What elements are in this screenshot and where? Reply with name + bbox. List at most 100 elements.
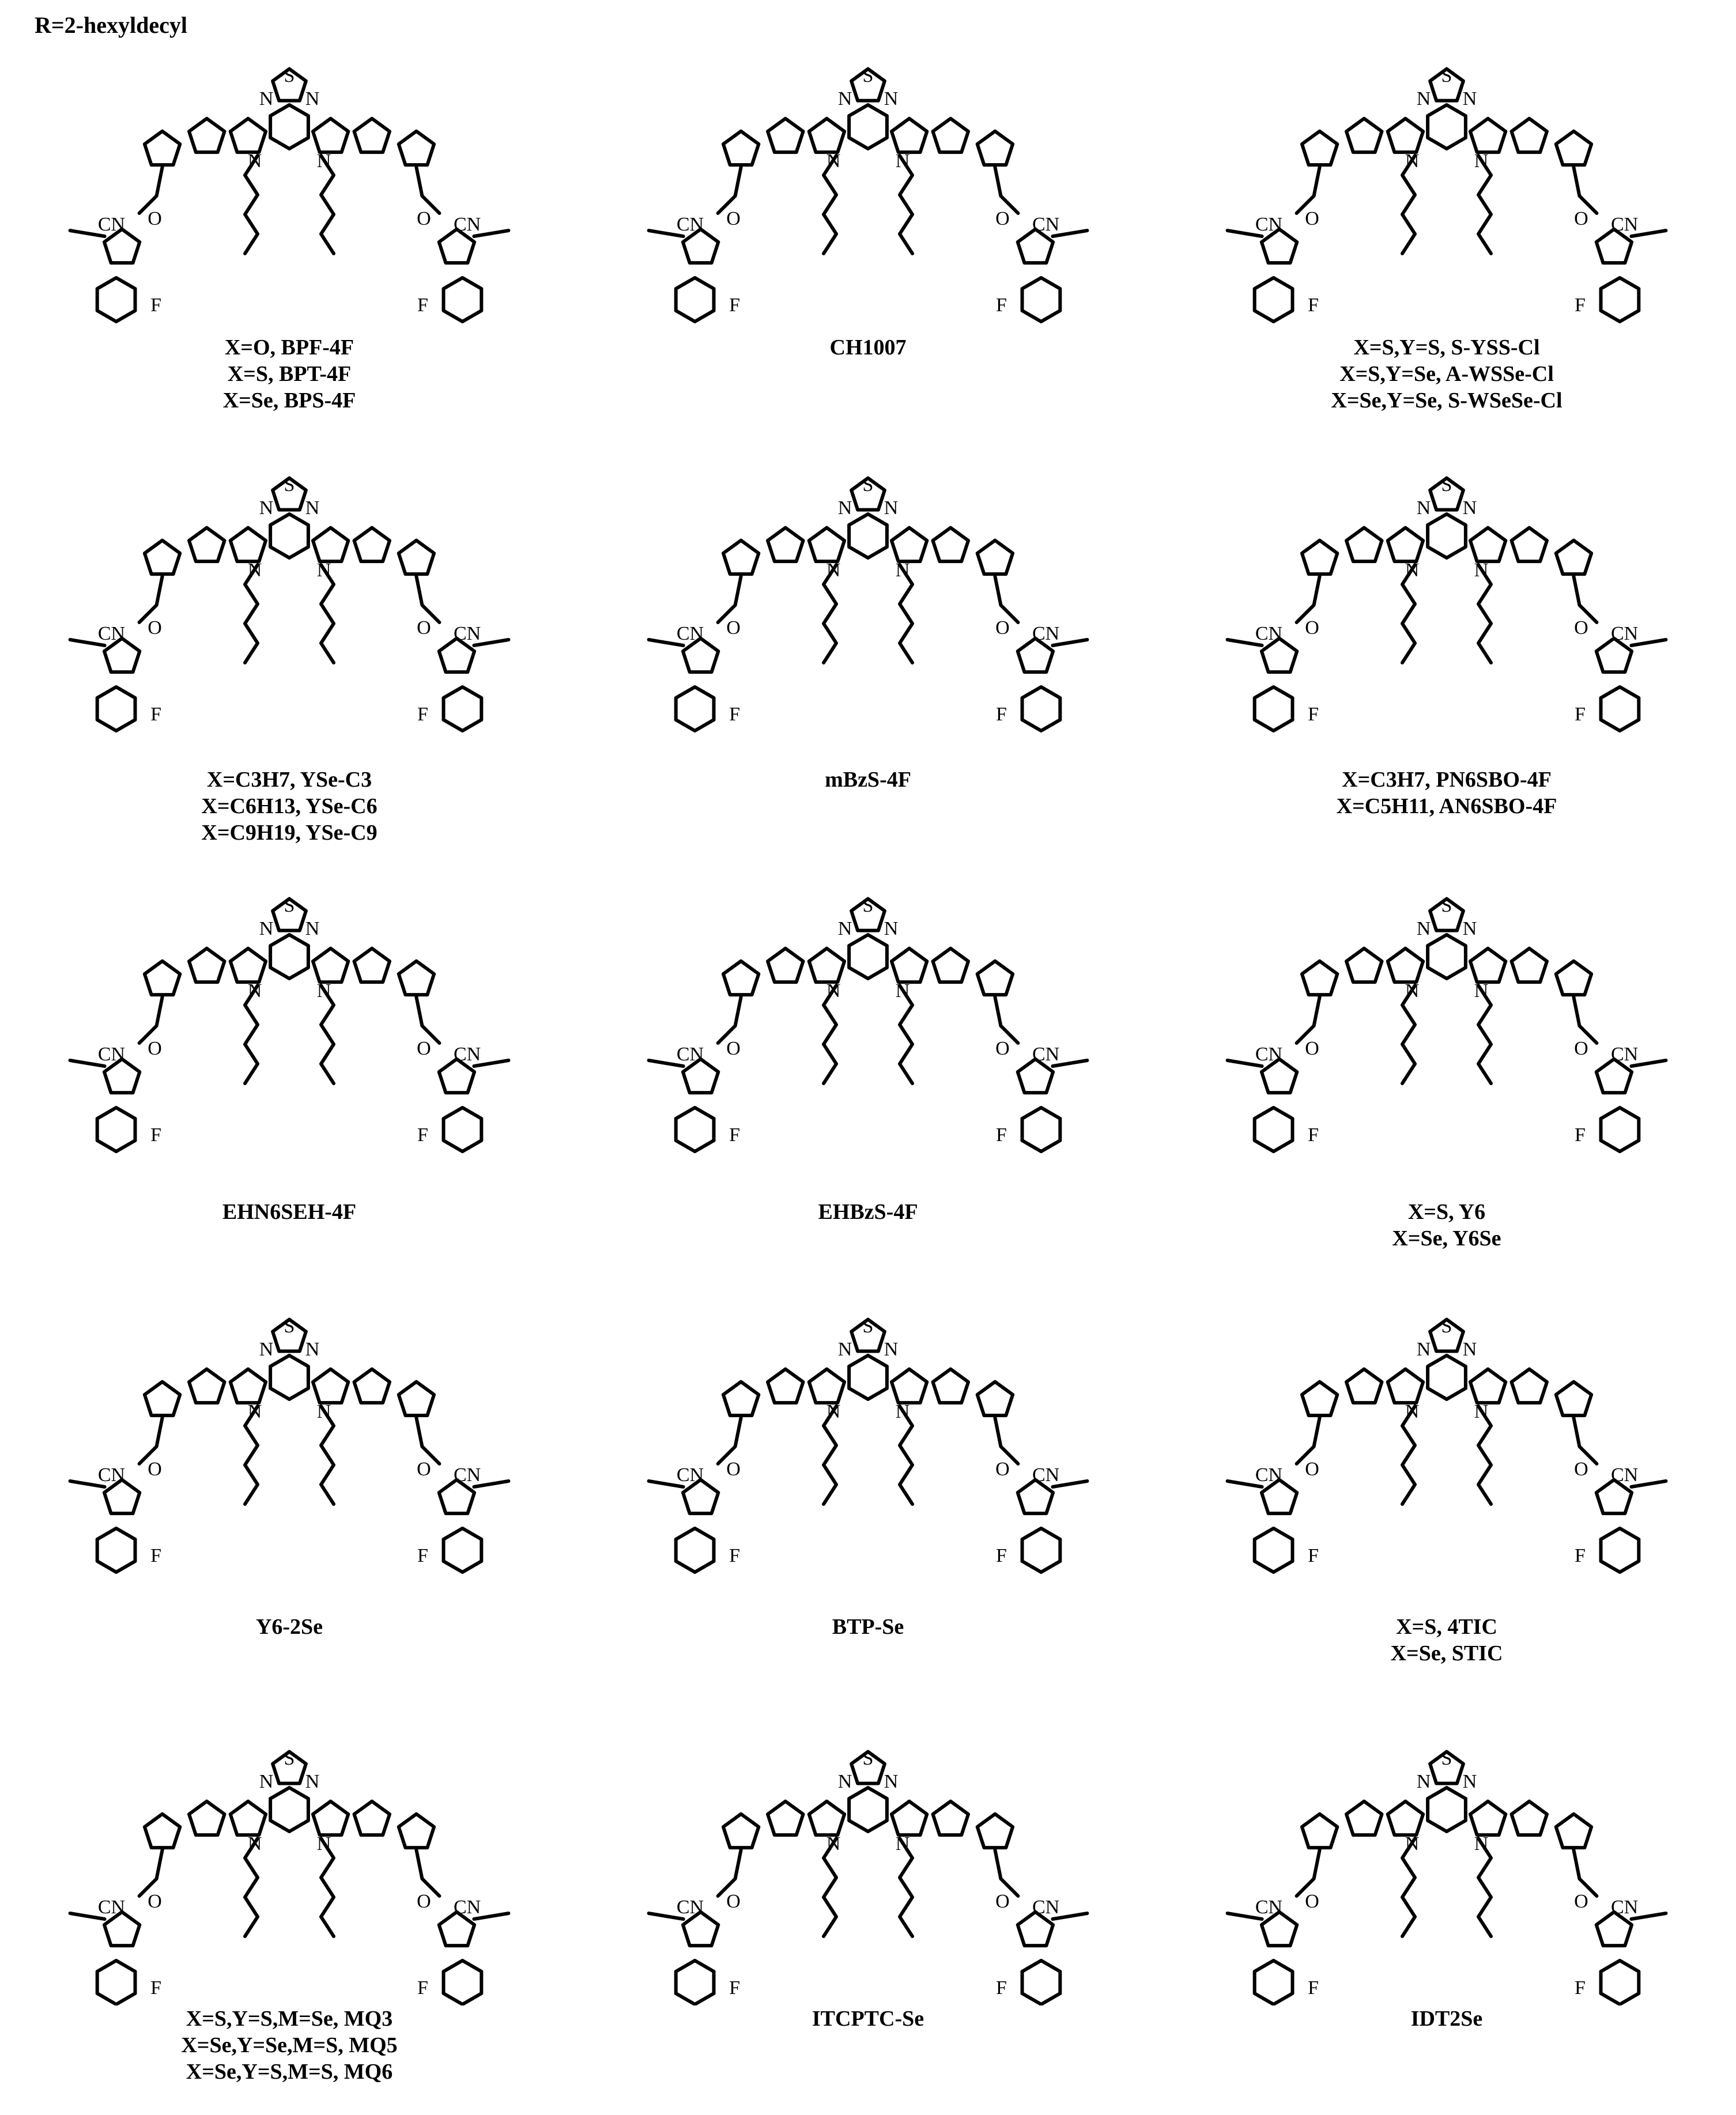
atom-label: F	[996, 1124, 1007, 1146]
caption-line: X=Se, STIC	[1390, 1641, 1503, 1665]
atom-label: CN	[1255, 623, 1282, 644]
caption-line: X=Se,Y=Se,M=S, MQ5	[181, 2033, 398, 2057]
atom-label: N	[259, 1339, 274, 1360]
atom-label: F	[1308, 1545, 1319, 1566]
atom-label: F	[417, 1124, 428, 1146]
atom-label: N	[1463, 88, 1477, 109]
atom-label: O	[995, 1038, 1010, 1059]
atom-label: CN	[98, 1464, 125, 1486]
atom-label: CN	[1032, 1464, 1059, 1486]
atom-label: S	[284, 65, 295, 86]
atom-label: N	[827, 980, 841, 1002]
atom-label: N	[248, 150, 262, 172]
atom-label: N	[1417, 1771, 1431, 1792]
molecule-caption: EHN6SEH-4F	[0, 1199, 579, 1225]
atom-label: N	[248, 980, 262, 1002]
structure-bonds	[68, 1317, 511, 1574]
atom-label: N	[1463, 918, 1477, 939]
atom-label: N	[827, 150, 841, 172]
atom-label: O	[1574, 1459, 1588, 1480]
atom-label: N	[896, 980, 910, 1002]
atom-label: CN	[98, 1897, 125, 1918]
atom-label: O	[995, 617, 1010, 639]
molecule-caption: EHBzS-4F	[579, 1199, 1157, 1225]
atom-label: N	[884, 88, 899, 109]
atom-label: O	[148, 1459, 162, 1480]
atom-label: N	[305, 918, 320, 939]
atom-label: F	[1308, 1977, 1319, 1999]
atom-label: O	[995, 208, 1010, 229]
caption-line: Y6-2Se	[255, 1615, 323, 1639]
atom-label: N	[1463, 1339, 1477, 1360]
atom-label: N	[896, 1833, 910, 1855]
atom-label: F	[150, 1977, 161, 1999]
atom-label: N	[248, 1833, 262, 1855]
atom-label: O	[995, 1891, 1010, 1912]
structure-bonds	[647, 1317, 1089, 1574]
caption-line: mBzS-4F	[825, 768, 911, 792]
atom-label: O	[726, 1891, 741, 1912]
atom-label: F	[1308, 1124, 1319, 1146]
atom-label: O	[1305, 1459, 1319, 1480]
atom-label: CN	[1032, 1044, 1059, 1065]
atom-label: O	[1305, 1038, 1319, 1059]
molecule-caption: BTP-Se	[579, 1614, 1157, 1640]
atom-label: F	[1575, 1977, 1586, 1999]
atom-label: N	[1474, 560, 1489, 581]
atom-label: N	[1417, 1339, 1431, 1360]
atom-label: F	[729, 1977, 740, 1999]
atom-label: N	[317, 1833, 331, 1855]
atom-label: N	[1405, 150, 1420, 172]
atom-label: CN	[1611, 1044, 1638, 1065]
atom-label: N	[317, 1401, 331, 1422]
atom-label: O	[148, 1038, 162, 1059]
caption-line: X=S,Y=S,M=Se, MQ3	[186, 2007, 393, 2031]
atom-label: S	[284, 1316, 295, 1337]
atom-label: S	[863, 474, 874, 496]
atom-label: O	[1574, 617, 1588, 639]
atom-label: N	[1405, 1833, 1420, 1855]
atom-label: N	[259, 497, 274, 519]
atom-label: CN	[677, 1897, 704, 1918]
structure-bonds	[68, 897, 511, 1153]
atom-label: N	[317, 980, 331, 1002]
structure-bonds	[1225, 1750, 1668, 2006]
structure-bonds	[1225, 1317, 1668, 1574]
atom-label: N	[1474, 980, 1489, 1002]
atom-label: N	[305, 1771, 320, 1792]
atom-label: N	[1474, 1401, 1489, 1422]
atom-label: N	[1405, 980, 1420, 1002]
atom-label: F	[417, 1977, 428, 1999]
atom-label: S	[863, 1316, 874, 1337]
caption-line: X=S, 4TIC	[1396, 1615, 1497, 1639]
atom-label: O	[1574, 1038, 1588, 1059]
atom-label: F	[996, 704, 1007, 725]
atom-label: CN	[454, 623, 481, 644]
atom-label: CN	[1032, 623, 1059, 644]
atom-label: F	[150, 294, 161, 316]
molecule-caption: ITCPTC-Se	[579, 2006, 1157, 2032]
atom-label: F	[1308, 294, 1319, 316]
atom-label: S	[863, 895, 874, 916]
atom-label: F	[996, 1977, 1007, 1999]
caption-line: X=Se, BPS-4F	[222, 388, 356, 413]
atom-label: S	[284, 1748, 295, 1769]
caption-line: X=S, Y6	[1407, 1200, 1486, 1224]
atom-label: O	[148, 208, 162, 229]
caption-line: X=C3H7, PN6SBO-4F	[1342, 768, 1552, 792]
atom-label: O	[417, 1459, 431, 1480]
atom-label: F	[1575, 294, 1586, 316]
atom-label: S	[284, 895, 295, 916]
